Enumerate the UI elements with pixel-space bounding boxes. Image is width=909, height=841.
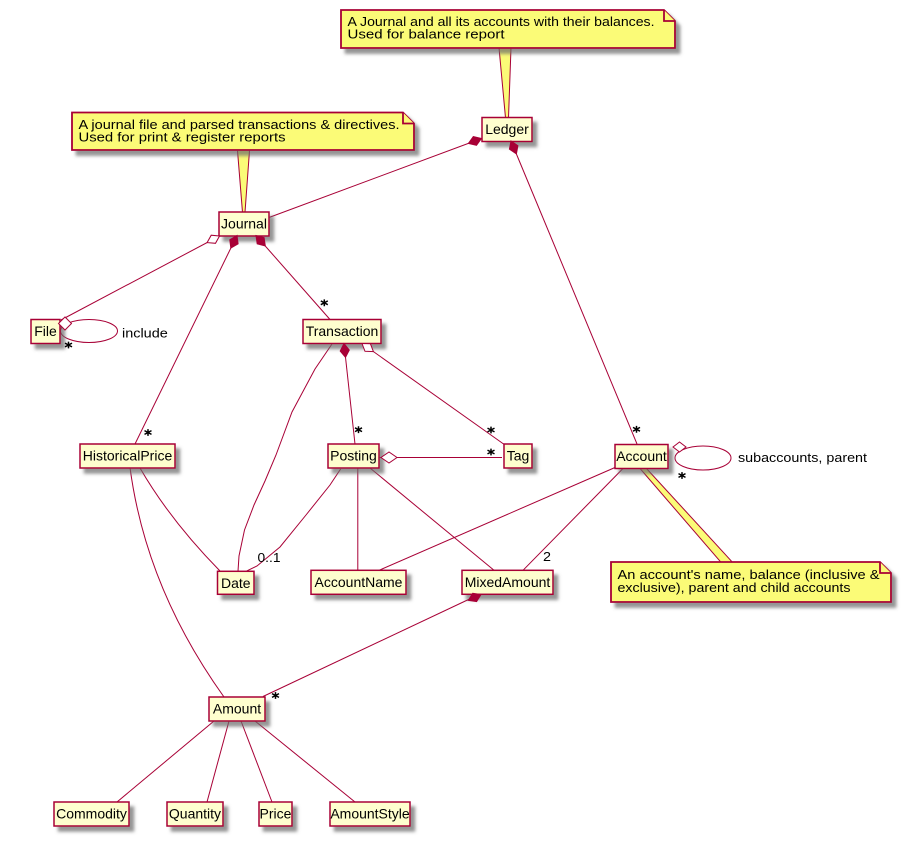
svg-text:HistoricalPrice: HistoricalPrice xyxy=(83,448,173,464)
svg-text:File: File xyxy=(34,323,57,339)
svg-text:AmountStyle: AmountStyle xyxy=(330,806,410,822)
svg-text:Account: Account xyxy=(616,448,667,464)
svg-text:MixedAmount: MixedAmount xyxy=(465,574,551,590)
svg-text:Posting: Posting xyxy=(330,448,377,464)
svg-text:A journal file and parsed tran: A journal file and parsed transactions &… xyxy=(79,117,400,132)
svg-text:Quantity: Quantity xyxy=(169,806,221,822)
svg-text:A Journal and all its accounts: A Journal and all its accounts with thei… xyxy=(348,14,655,29)
svg-text:subaccounts, parent: subaccounts, parent xyxy=(738,450,867,465)
svg-text:AccountName: AccountName xyxy=(315,574,403,590)
svg-text:Date: Date xyxy=(221,575,251,591)
svg-text:Amount: Amount xyxy=(213,701,261,717)
svg-text:Used for balance report: Used for balance report xyxy=(348,27,505,42)
svg-text:2: 2 xyxy=(543,549,551,564)
svg-text:include: include xyxy=(122,326,168,341)
svg-text:Used for print & register repo: Used for print & register reports xyxy=(79,129,287,144)
svg-text:Commodity: Commodity xyxy=(56,806,127,822)
svg-text:exclusive), parent and child a: exclusive), parent and child accounts xyxy=(618,580,852,595)
svg-text:Transaction: Transaction xyxy=(306,323,379,339)
svg-text:Tag: Tag xyxy=(507,448,530,464)
svg-text:Journal: Journal xyxy=(221,216,267,232)
svg-text:Ledger: Ledger xyxy=(485,121,529,137)
svg-text:Price: Price xyxy=(260,806,292,822)
svg-text:0..1: 0..1 xyxy=(258,550,281,565)
svg-text:An account's name, balance (in: An account's name, balance (inclusive & xyxy=(618,567,880,582)
